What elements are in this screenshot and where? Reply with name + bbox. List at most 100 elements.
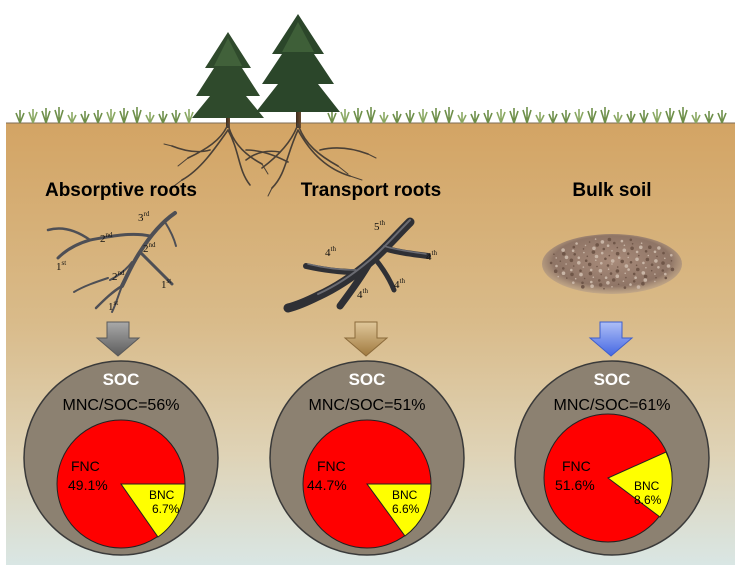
- grass-tuft: [41, 108, 51, 124]
- soil-particle: [617, 283, 620, 286]
- transport-root-order-labels: 5th 4th 4th 4th 4th: [325, 219, 437, 301]
- grass-tuft: [483, 110, 493, 124]
- soil-particle: [582, 266, 585, 268]
- soil-particle: [600, 251, 604, 255]
- soil-particle: [600, 273, 602, 276]
- grass-tuft: [626, 111, 636, 124]
- soil-particle: [608, 254, 611, 257]
- fnc-value-bulk: 51.6%: [555, 477, 595, 493]
- soil-particle: [666, 264, 671, 268]
- soil-particle: [549, 261, 553, 265]
- soil-particle: [555, 264, 558, 268]
- fnc-value-transport: 44.7%: [307, 477, 347, 493]
- soil-particle: [643, 274, 648, 279]
- soil-particle: [600, 240, 605, 244]
- grass-tuft: [561, 110, 571, 124]
- soil-particle: [606, 281, 610, 285]
- grass-tuft: [444, 107, 454, 124]
- root-order-label: 4th: [426, 249, 437, 263]
- soil-particle: [615, 269, 620, 273]
- soil-particle: [616, 246, 619, 249]
- soil-particle: [588, 271, 593, 276]
- soil-particle: [638, 254, 640, 257]
- soil-particle: [586, 255, 589, 258]
- grass-tuft: [15, 110, 25, 124]
- soil-particle: [610, 259, 615, 263]
- soil-particle: [590, 280, 593, 284]
- soil-particle: [603, 287, 605, 290]
- soil-particle: [583, 251, 585, 254]
- soil-particle: [571, 249, 575, 252]
- grass-tuft: [652, 109, 662, 124]
- soc-label-absorptive: SOC: [103, 370, 140, 389]
- grass-tuft: [470, 111, 480, 124]
- soil-particle: [670, 260, 673, 262]
- grass-tuft: [28, 109, 38, 124]
- grass-tuft: [392, 111, 402, 124]
- soil-particle: [644, 250, 648, 253]
- grass-tuft: [93, 110, 103, 124]
- fnc-label-absorptive: FNC: [71, 458, 100, 474]
- grass-tuft: [678, 107, 688, 124]
- grass-tuft: [587, 108, 597, 124]
- soil-particle: [581, 285, 585, 289]
- soil-particle: [636, 285, 641, 289]
- grass-tuft: [327, 110, 337, 124]
- soil-particle: [575, 242, 578, 245]
- soil-particle: [642, 261, 645, 265]
- soil-particle: [617, 256, 621, 260]
- soil-particle: [572, 281, 575, 285]
- bnc-wedge-bulk: [607, 451, 673, 518]
- soil-particle: [569, 258, 574, 263]
- soil-particle: [555, 257, 557, 259]
- grass-tuft: [119, 108, 129, 124]
- soil-particle: [553, 253, 555, 255]
- soil-particle: [607, 237, 612, 242]
- soil-particle: [579, 269, 582, 273]
- soil-particle: [645, 257, 650, 262]
- grass-tuft: [431, 108, 441, 124]
- grass-tuft: [691, 112, 701, 124]
- soil-particle: [566, 277, 568, 279]
- down-arrow-gray-icon: [95, 321, 141, 357]
- grass-tuft: [106, 109, 116, 124]
- grass-tuft: [340, 109, 350, 124]
- soil-particle: [604, 257, 607, 261]
- root-order-label: 2nd: [143, 241, 156, 255]
- soil-particle: [656, 255, 658, 258]
- tree-right-icon: [256, 14, 340, 128]
- root-order-label: 1st: [56, 259, 66, 273]
- soil-particle: [624, 264, 629, 268]
- soil-particle: [606, 244, 610, 247]
- soil-particle: [627, 256, 629, 259]
- soil-particle: [572, 245, 576, 249]
- soil-particle: [613, 241, 616, 245]
- grass-tuft: [717, 110, 727, 124]
- soil-particle: [574, 277, 577, 280]
- grass-tuft: [639, 110, 649, 124]
- soil-particle: [654, 273, 656, 275]
- soil-particle: [626, 252, 630, 255]
- soil-particle: [611, 278, 616, 282]
- heading-bulk-soil: Bulk soil: [572, 180, 651, 201]
- soc-label-transport: SOC: [349, 370, 386, 389]
- grass-tuft: [522, 107, 532, 124]
- root-order-label: 2nd: [112, 269, 125, 283]
- soil-particle: [670, 267, 675, 272]
- soil-particle: [561, 248, 565, 252]
- soil-particle: [564, 255, 569, 260]
- soil-particle: [662, 251, 665, 255]
- heading-transport-roots: Transport roots: [301, 180, 441, 201]
- tree-left-icon: [192, 32, 264, 128]
- soil-particle: [592, 246, 596, 251]
- grass-tuft: [80, 111, 90, 124]
- bnc-value-bulk: 8.6%: [634, 493, 662, 507]
- soil-particle: [622, 280, 625, 283]
- soil-particle: [595, 259, 597, 262]
- soil-particle: [594, 238, 597, 240]
- tree-root-system-icon: [163, 123, 377, 197]
- soil-particle: [623, 286, 627, 289]
- soil-particle: [639, 245, 643, 250]
- soil-particle: [648, 245, 652, 249]
